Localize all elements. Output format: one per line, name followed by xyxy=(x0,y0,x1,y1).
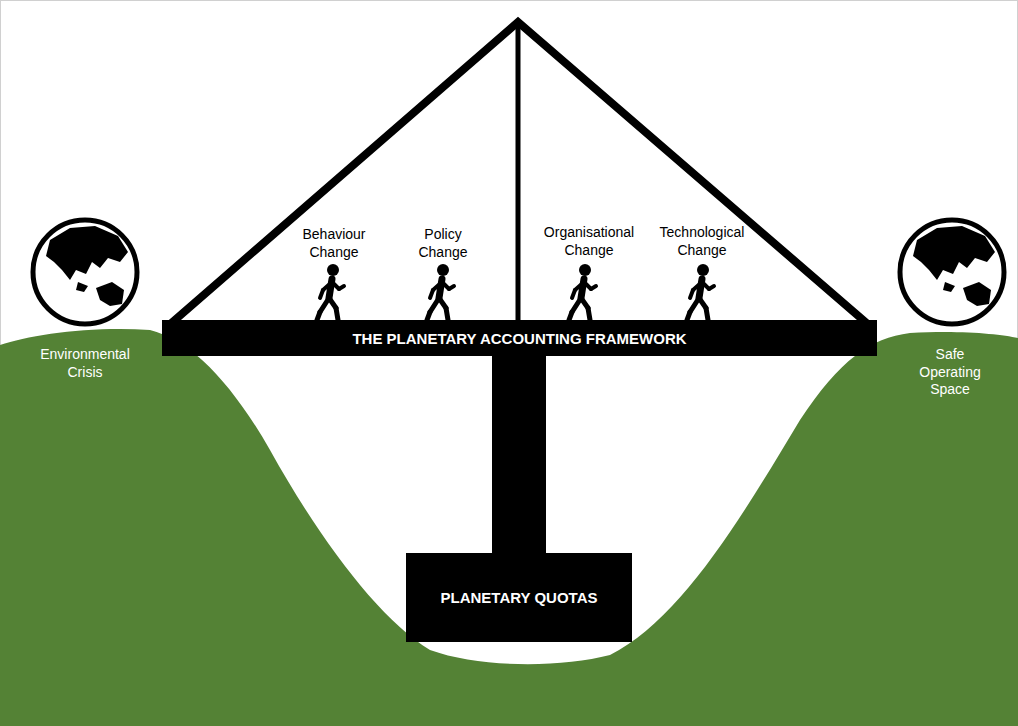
framework-beam: THE PLANETARY ACCOUNTING FRAMEWORK xyxy=(162,320,877,356)
quota-foundation: PLANETARY QUOTAS xyxy=(406,553,632,642)
caption-label: Policy Change xyxy=(413,226,473,261)
node-text: THE PLANETARY ACCOUNTING FRAMEWORK xyxy=(352,330,686,347)
walking-figure xyxy=(687,264,714,320)
walking-figure xyxy=(427,264,454,320)
walking-figures xyxy=(317,264,714,320)
roof-frame xyxy=(168,22,870,326)
caption-label: Organisational Change xyxy=(534,224,644,259)
node-text: PLANETARY QUOTAS xyxy=(441,589,598,606)
caption-label: Environmental Crisis xyxy=(35,346,135,381)
hills xyxy=(0,329,1018,726)
caption-label: Behaviour Change xyxy=(294,226,374,261)
caption-label: Technological Change xyxy=(652,224,752,259)
roof-post xyxy=(516,22,521,322)
globe xyxy=(900,220,1004,324)
walking-figure xyxy=(569,264,596,320)
globe xyxy=(33,220,137,324)
caption-label: Safe Operating Space xyxy=(915,346,985,399)
walking-figure xyxy=(317,264,344,320)
support-pillar xyxy=(519,356,520,553)
